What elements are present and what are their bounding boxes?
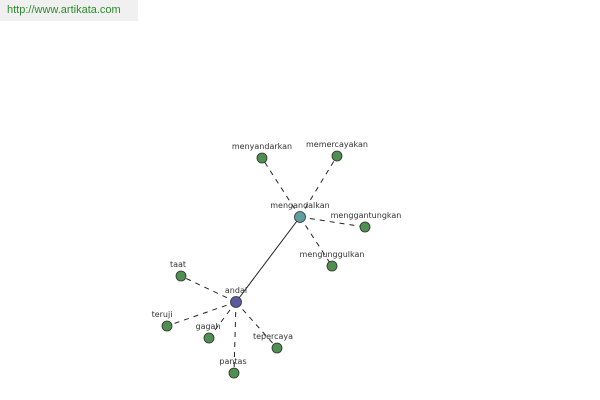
node-pantas[interactable]	[228, 367, 240, 379]
node-teruji[interactable]	[161, 320, 173, 332]
edge-andal-mengandalkan	[235, 216, 301, 303]
node-gagah[interactable]	[203, 332, 215, 344]
site-url-link[interactable]: http://www.artikata.com	[7, 4, 121, 16]
edge-mengandalkan-memercayakan	[299, 155, 338, 218]
node-label-menggantungkan[interactable]: menggantungkan	[331, 211, 402, 220]
node-tepercaya[interactable]	[271, 342, 283, 354]
node-taat[interactable]	[175, 270, 187, 282]
node-mengandalkan[interactable]	[294, 211, 306, 223]
node-andal[interactable]	[230, 296, 242, 308]
node-label-gagah[interactable]: gagah	[195, 322, 220, 331]
node-label-menyandarkan[interactable]: menyandarkan	[232, 142, 292, 151]
node-memercayakan[interactable]	[331, 150, 343, 162]
node-menyandarkan[interactable]	[256, 152, 268, 164]
edge-andal-gagah	[208, 301, 237, 339]
node-label-memercayakan[interactable]: memercayakan	[306, 140, 368, 149]
edge-andal-teruji	[166, 301, 237, 327]
node-label-teruji[interactable]: teruji	[152, 310, 173, 319]
node-label-mengandalkan[interactable]: mengandalkan	[270, 201, 330, 210]
graph-labels: andal mengandalkan menyandarkan memercayaka…	[152, 140, 402, 366]
node-menggantungkan[interactable]	[359, 221, 371, 233]
url-banner: http://www.artikata.com	[0, 0, 138, 21]
node-label-mengunggulkan[interactable]: mengunggulkan	[300, 250, 365, 259]
node-mengunggulkan[interactable]	[326, 260, 338, 272]
edge-andal-pantas	[233, 301, 237, 374]
graph-nodes	[161, 150, 371, 379]
node-label-andal[interactable]: andal	[225, 286, 247, 295]
node-label-pantas[interactable]: pantas	[219, 357, 246, 366]
edge-andal-tepercaya	[235, 301, 278, 349]
edge-mengandalkan-menyandarkan	[261, 157, 301, 218]
edge-andal-taat	[180, 275, 237, 303]
graph-edges	[166, 155, 366, 374]
node-label-taat[interactable]: taat	[170, 260, 186, 269]
edge-mengandalkan-menggantungkan	[299, 216, 366, 228]
node-label-tepercaya[interactable]: tepercaya	[253, 332, 293, 341]
